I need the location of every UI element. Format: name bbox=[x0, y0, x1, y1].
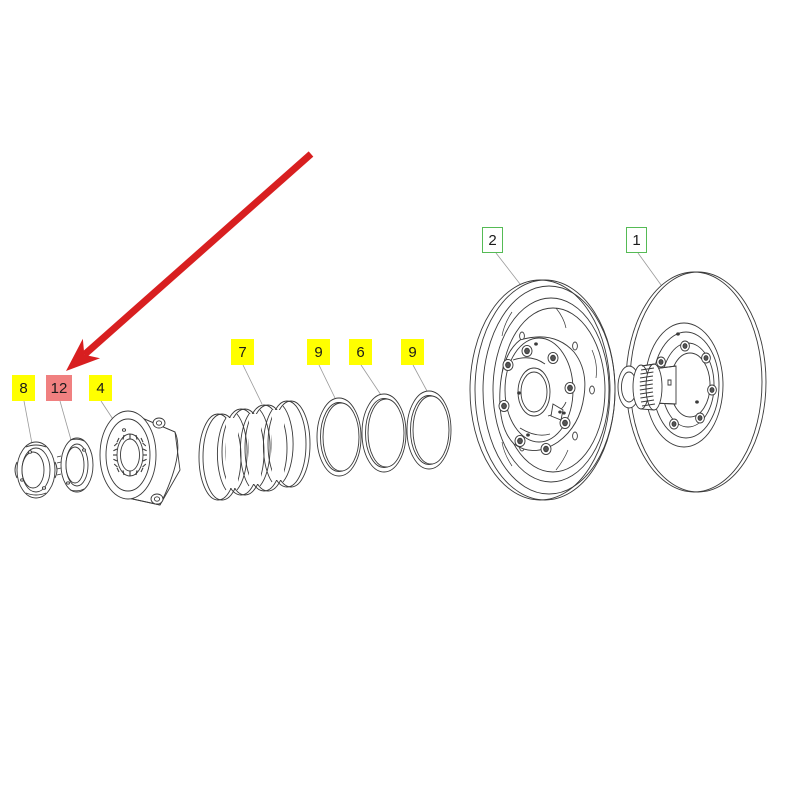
leader-line-12 bbox=[59, 400, 74, 448]
part-7-coil-spring bbox=[198, 400, 311, 501]
callout-label: 7 bbox=[238, 343, 247, 361]
callout-8[interactable]: 8 bbox=[12, 375, 35, 401]
red-pointer-arrow bbox=[66, 151, 314, 371]
callout-label: 6 bbox=[356, 343, 365, 361]
callout-label: 4 bbox=[96, 379, 105, 397]
part-12-lock-washer bbox=[56, 437, 94, 493]
arrow-head bbox=[66, 338, 101, 371]
callout-12[interactable]: 12 bbox=[46, 375, 72, 401]
part-2-brake-disc-hub bbox=[469, 279, 616, 501]
part-9-shim-ring-a bbox=[316, 397, 362, 477]
leader-line-6 bbox=[360, 364, 382, 396]
callout-1[interactable]: 1 bbox=[626, 227, 647, 253]
leader-line-9 bbox=[318, 364, 336, 399]
callout-label: 2 bbox=[488, 231, 497, 249]
callout-label: 12 bbox=[50, 379, 68, 397]
callout-7[interactable]: 7 bbox=[231, 339, 254, 365]
part-4-conical-housing bbox=[99, 410, 181, 506]
callout-6[interactable]: 6 bbox=[349, 339, 372, 365]
leader-line-9 bbox=[412, 364, 428, 392]
callout-4[interactable]: 4 bbox=[89, 375, 112, 401]
part-1-hub-disc-splined-shaft bbox=[617, 271, 767, 493]
callout-label: 1 bbox=[632, 231, 641, 249]
callout-label: 9 bbox=[314, 343, 323, 361]
arrow-shaft bbox=[82, 151, 314, 358]
part-6-thrust-washer bbox=[361, 393, 407, 473]
leader-line-7 bbox=[242, 364, 263, 405]
callout-9b[interactable]: 9 bbox=[401, 339, 424, 365]
callout-label: 8 bbox=[19, 379, 28, 397]
part-9-shim-ring-b bbox=[406, 390, 452, 470]
callout-label: 9 bbox=[408, 343, 417, 361]
part-8-retaining-ring bbox=[14, 441, 58, 499]
callout-2[interactable]: 2 bbox=[482, 227, 503, 253]
callout-9a[interactable]: 9 bbox=[307, 339, 330, 365]
leader-line-8 bbox=[23, 400, 34, 450]
